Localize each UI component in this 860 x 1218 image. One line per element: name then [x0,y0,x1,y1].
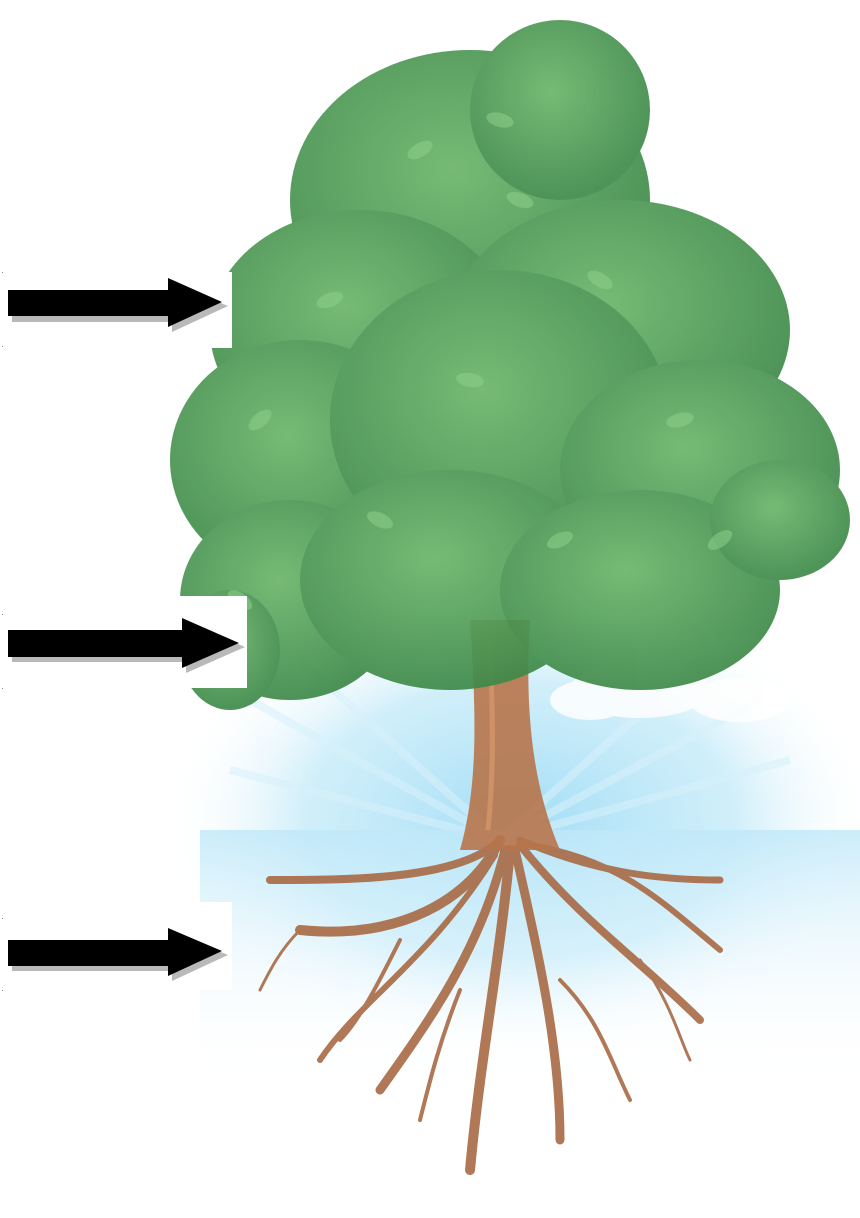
edge-mark [2,614,3,615]
edge-mark [2,688,3,689]
edge-mark [2,346,3,347]
edge-mark [2,272,3,273]
edge-mark [2,990,3,991]
edge-mark [2,918,3,919]
